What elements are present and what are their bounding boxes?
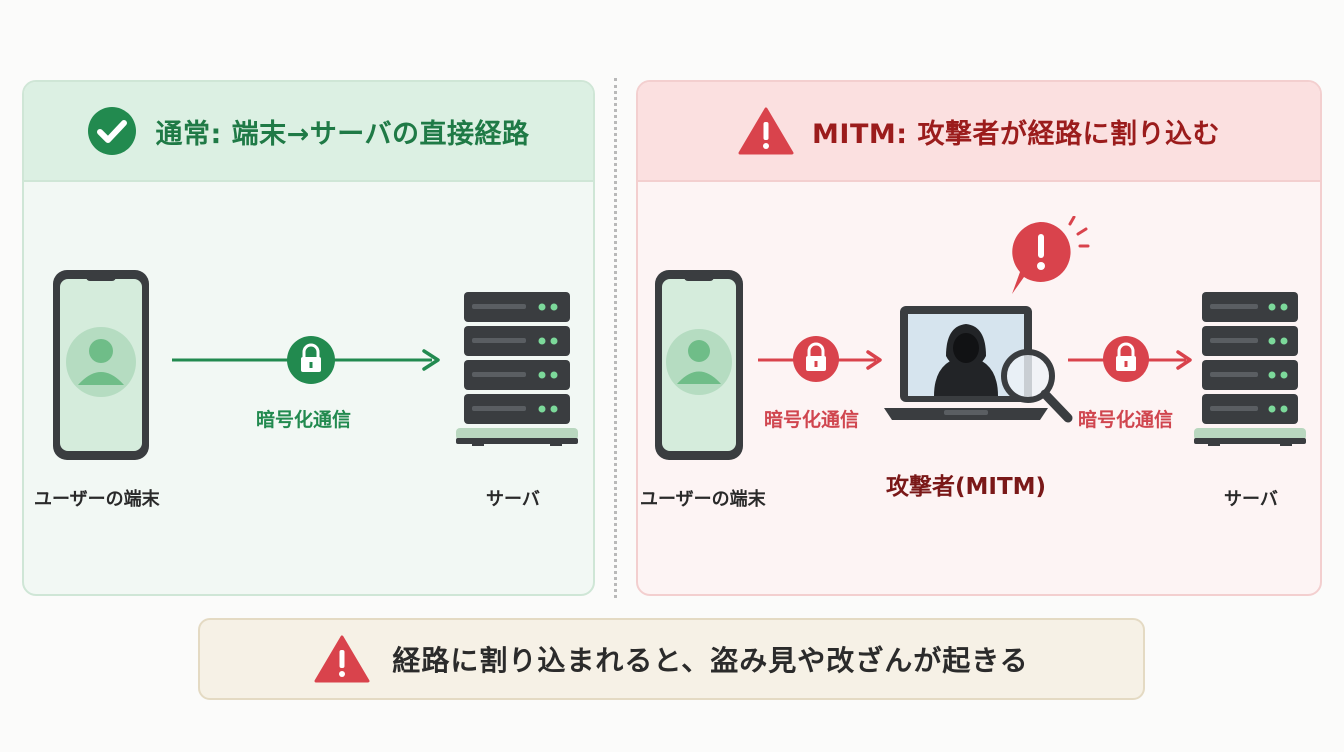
mitm-panel-header: MITM: 攻撃者が経路に割り込む [638, 82, 1320, 182]
check-circle-icon [88, 107, 137, 155]
smartphone-icon [655, 270, 743, 460]
alert-bubble-icon [1012, 216, 1090, 294]
server-icon [456, 292, 578, 446]
smartphone-icon [53, 270, 149, 460]
lock-icon [287, 336, 335, 384]
warning-triangle-icon [314, 635, 370, 683]
lock-icon [1103, 336, 1149, 382]
hacker-laptop-icon [884, 306, 1073, 423]
normal-link-label: 暗号化通信 [256, 409, 352, 431]
warning-triangle-icon [738, 107, 794, 155]
mitm-link-right-label: 暗号化通信 [1078, 409, 1174, 431]
mitm-panel: MITM: 攻撃者が経路に割り込む ユーザーの端末 暗号化通信 [636, 80, 1322, 596]
mitm-device-label: ユーザーの端末 [640, 489, 766, 510]
server-icon [1194, 292, 1306, 446]
warning-text: 経路に割り込まれると、盗み見や改ざんが起きる [392, 644, 1029, 677]
lock-icon [793, 336, 839, 382]
normal-panel-header: 通常: 端末→サーバの直接経路 [24, 82, 593, 182]
mitm-panel-title: MITM: 攻撃者が経路に割り込む [812, 118, 1220, 150]
normal-panel-title: 通常: 端末→サーバの直接経路 [155, 118, 530, 150]
normal-device-label: ユーザーの端末 [34, 489, 160, 510]
normal-server-label: サーバ [486, 489, 540, 510]
mitm-server-label: サーバ [1224, 489, 1278, 510]
panel-divider [614, 78, 617, 598]
attacker-label: 攻撃者(MITM) [886, 474, 1047, 500]
normal-panel: 通常: 端末→サーバの直接経路 ユーザーの端末 暗号化通信 [22, 80, 595, 596]
mitm-link-left-label: 暗号化通信 [764, 409, 860, 431]
warning-banner: 経路に割り込まれると、盗み見や改ざんが起きる [198, 618, 1145, 700]
